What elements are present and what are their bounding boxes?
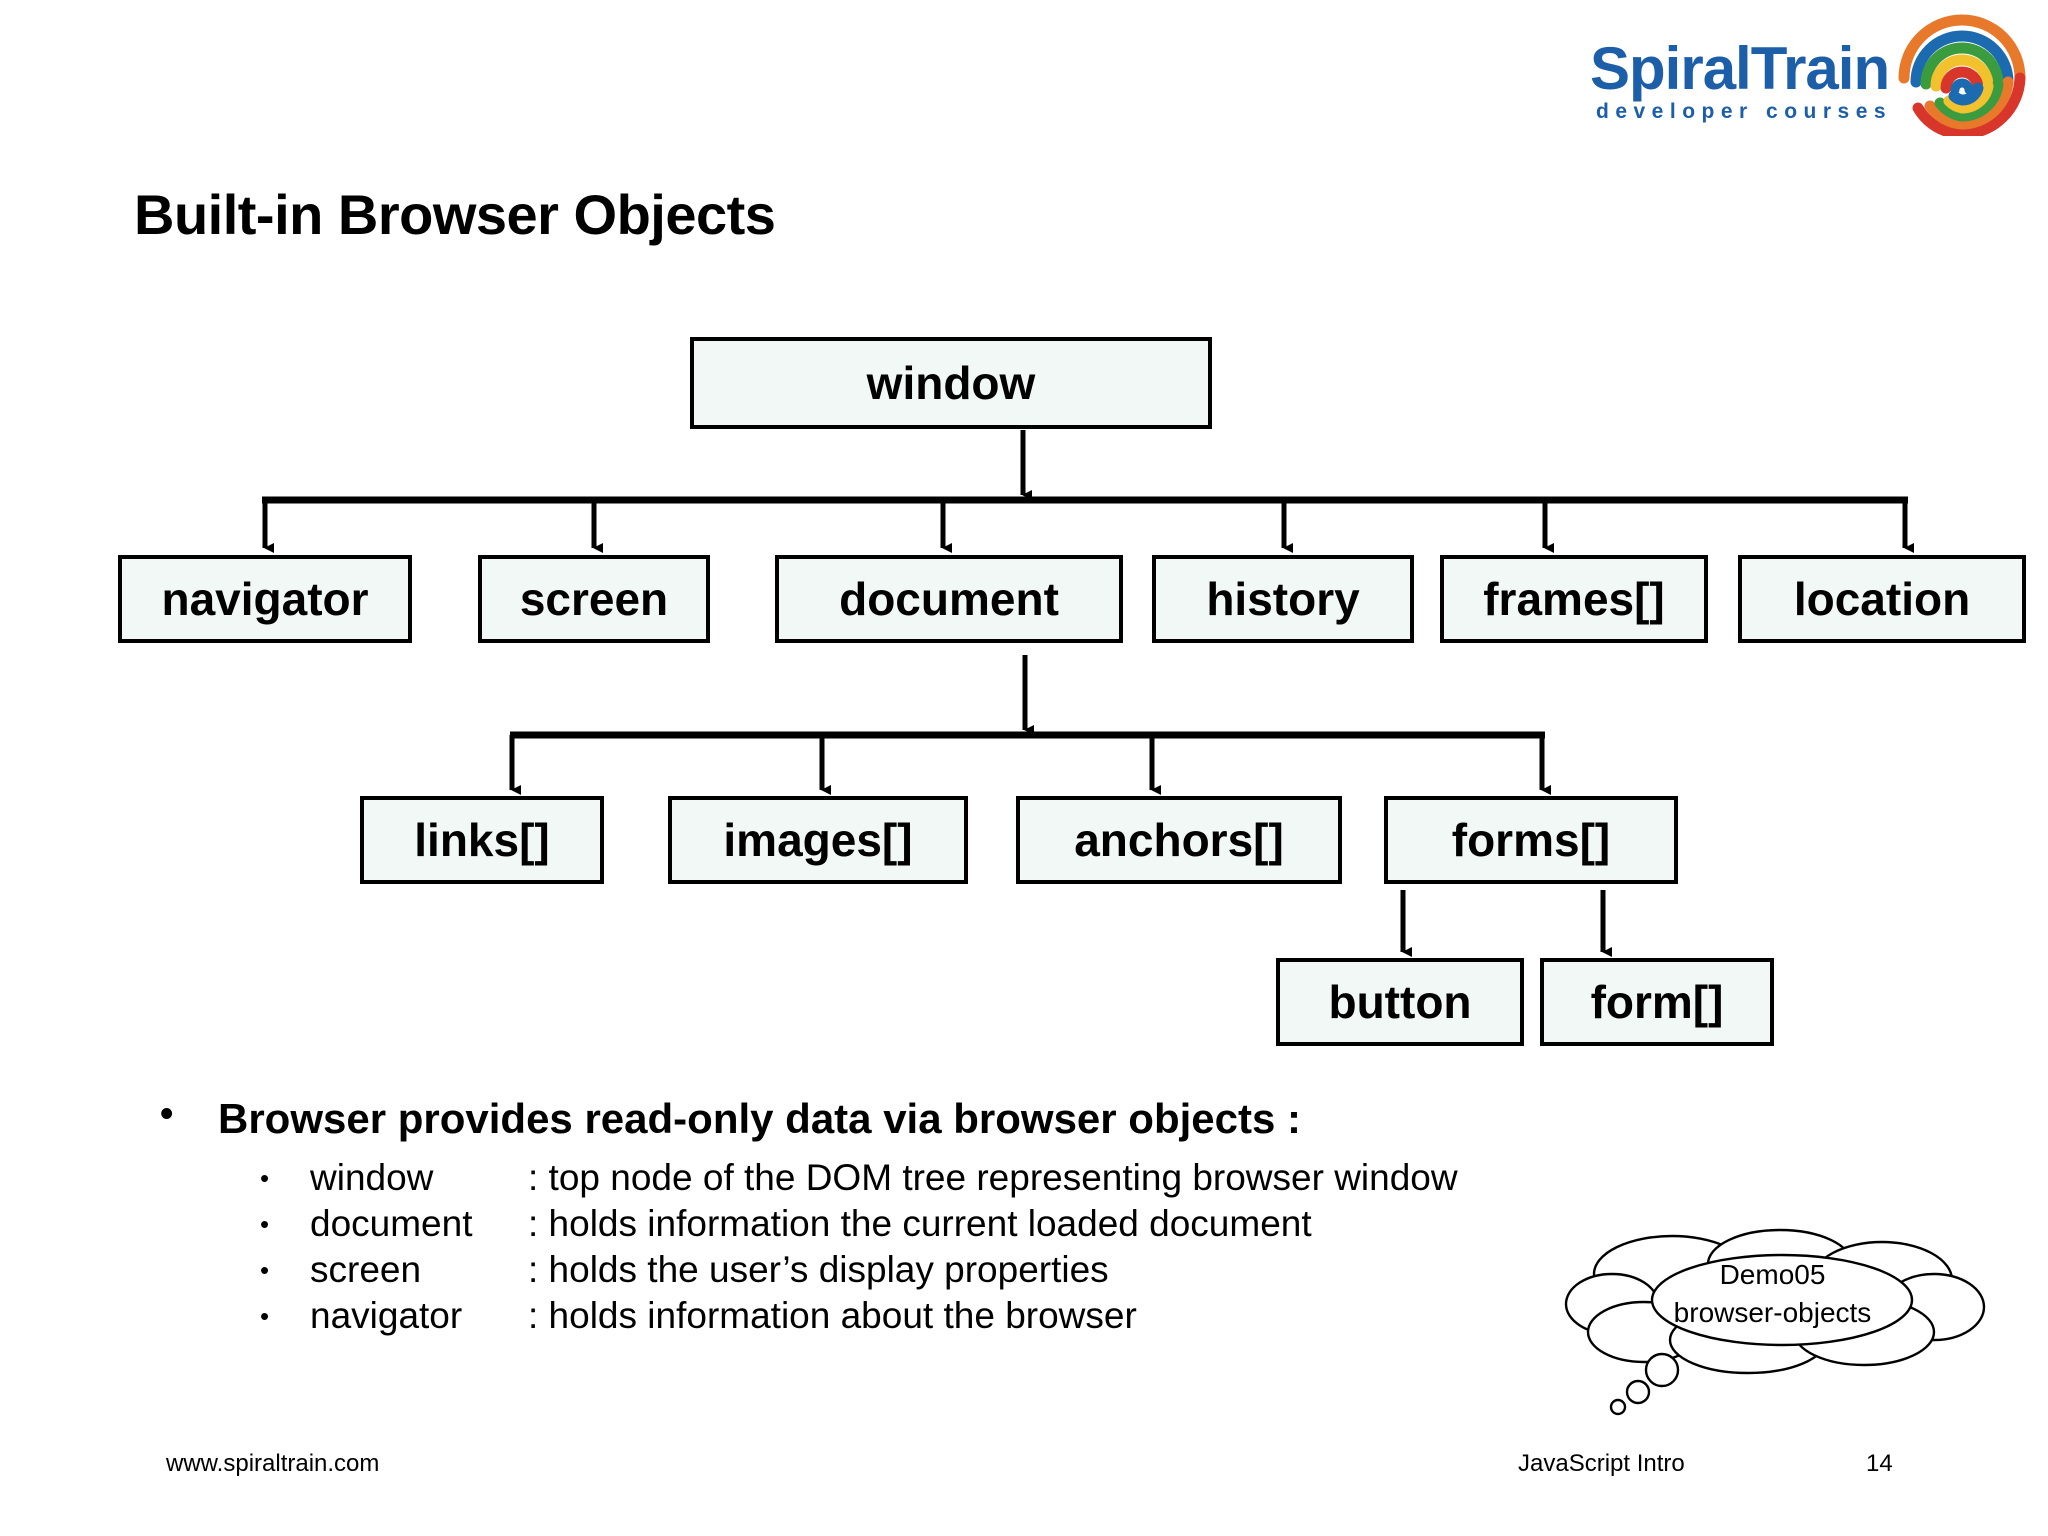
node-anchors[interactable]: anchors[]: [1016, 796, 1342, 884]
bullet-main: Browser provides read-only data via brow…: [160, 1093, 1960, 1143]
node-images[interactable]: images[]: [668, 796, 968, 884]
node-history[interactable]: history: [1152, 555, 1414, 643]
bullet-desc: : holds information about the browser: [528, 1295, 1137, 1336]
cloud-line-2: browser-objects: [1673, 1296, 1872, 1328]
bullet-term: document: [310, 1203, 473, 1244]
node-screen[interactable]: screen: [478, 555, 710, 643]
bullet-term: window: [310, 1157, 434, 1198]
demo-thought-cloud-icon: [1564, 1228, 1986, 1416]
node-document[interactable]: document: [775, 555, 1123, 643]
bullet-sublist: window : top node of the DOM tree represe…: [260, 1155, 1960, 1339]
node-button[interactable]: button: [1276, 958, 1524, 1046]
cloud-text: Demo05 browser-objects: [1600, 1256, 1945, 1332]
logo-tagline: developer courses: [1596, 100, 1893, 123]
bullet-desc: : holds information the current loaded d…: [528, 1203, 1312, 1244]
list-item: screen : holds the user’s display propert…: [260, 1247, 1960, 1293]
node-navigator[interactable]: navigator: [118, 555, 412, 643]
footer-course-name: JavaScript Intro: [1518, 1450, 1685, 1477]
bullet-term: navigator: [310, 1295, 463, 1336]
node-links[interactable]: links[]: [360, 796, 604, 884]
list-item: navigator : holds information about the b…: [260, 1293, 1960, 1339]
node-form[interactable]: form[]: [1540, 958, 1774, 1046]
footer-website[interactable]: www.spiraltrain.com: [166, 1450, 380, 1477]
list-item: window : top node of the DOM tree represe…: [260, 1155, 1960, 1201]
footer-page-number: 14: [1866, 1450, 1893, 1477]
node-frames[interactable]: frames[]: [1440, 555, 1708, 643]
logo-wordmark: SpiralTrain: [1590, 35, 1890, 102]
bullet-desc: : top node of the DOM tree representing …: [528, 1157, 1458, 1198]
node-window[interactable]: window: [690, 337, 1212, 429]
list-item: document : holds information the current …: [260, 1201, 1960, 1247]
node-forms[interactable]: forms[]: [1384, 796, 1678, 884]
cloud-line-1: Demo05: [1719, 1259, 1826, 1290]
spiraltrain-logo: SpiralTrain developer courses: [1590, 8, 2030, 136]
bullet-list: Browser provides read-only data via brow…: [160, 1093, 1960, 1339]
bullet-term: screen: [310, 1249, 422, 1290]
spiral-logo-icon: [1898, 14, 2026, 136]
bullet-desc: : holds the user’s display properties: [528, 1249, 1109, 1290]
node-location[interactable]: location: [1738, 555, 2026, 643]
page-title: Built-in Browser Objects: [134, 183, 776, 246]
